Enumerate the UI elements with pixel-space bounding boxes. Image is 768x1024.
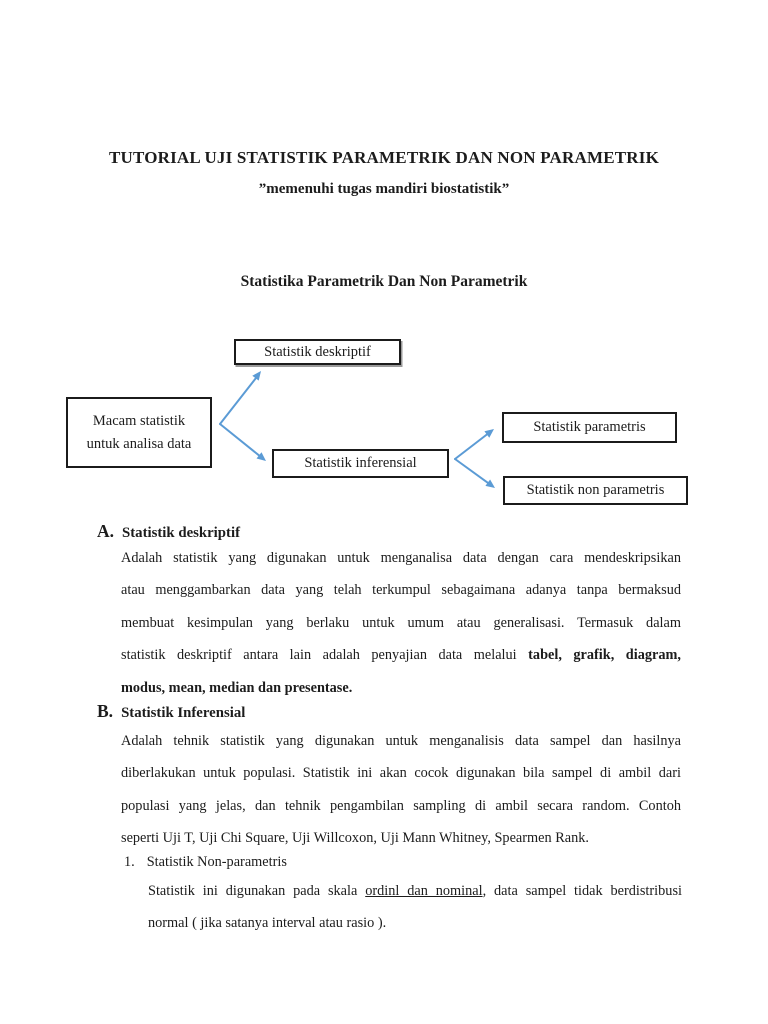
- arrow-inferensial-to-non-parametris: [454, 458, 495, 488]
- paragraph-line: Adalah statistik yang digunakan untuk me…: [121, 550, 681, 566]
- arrow-inferensial-to-parametris: [454, 429, 494, 460]
- diagram-box-label: Statistik deskriptif: [264, 343, 371, 360]
- paragraph-line: statistik deskriptif antara lain adalah …: [121, 639, 681, 671]
- diagram-box-statistik-deskriptif: Statistik deskriptif: [234, 339, 401, 365]
- section-b-paragraph: Adalah tehnik statistik yang digunakan u…: [121, 725, 681, 855]
- list-item-title: Statistik Non-parametris: [146, 854, 287, 870]
- paragraph-line: Adalah tehnik statistik yang digunakan u…: [121, 733, 681, 749]
- paragraph-text: statistik deskriptif antara lain adalah …: [121, 647, 529, 664]
- paragraph-line: Statistik ini digunakan pada skala ordin…: [148, 875, 682, 907]
- paragraph-line: membuat kesimpulan yang berlaku untuk um…: [121, 614, 681, 631]
- section-b-title: Statistik Inferensial: [121, 705, 246, 721]
- list-item-1-paragraph: Statistik ini digunakan pada skala ordin…: [148, 875, 682, 940]
- section-a-title: Statistik deskriptif: [122, 525, 240, 541]
- arrow-macam-to-deskriptif: [219, 371, 261, 425]
- diagram-box-label-line1: Macam statistik: [92, 412, 186, 429]
- list-item-1-header: 1. Statistik Non-parametris: [124, 852, 287, 872]
- paragraph-bold-text: tabel, grafik, diagram,: [528, 647, 681, 664]
- paragraph-line: modus, mean, median dan presentase.: [121, 679, 353, 696]
- list-item-number: 1.: [124, 854, 135, 870]
- paragraph-text: Statistik ini digunakan pada skala: [148, 883, 366, 899]
- diagram-box-statistik-inferensial: Statistik inferensial: [272, 449, 449, 478]
- paragraph-line: diberlakukan untuk populasi. Statistik i…: [121, 765, 681, 782]
- diagram-box-label: Statistik inferensial: [304, 455, 417, 471]
- diagram-box-label-line2: untuk analisa data: [86, 435, 192, 452]
- section-a-label: A.: [97, 521, 115, 541]
- paragraph-text: , data sampel tidak berdistribusi: [482, 883, 682, 899]
- section-a-header: A. Statistik deskriptif: [97, 520, 240, 544]
- section-a-paragraph: Adalah statistik yang digunakan untuk me…: [121, 542, 681, 704]
- paragraph-line: seperti Uji T, Uji Chi Square, Uji Willc…: [121, 830, 589, 847]
- section-heading: Statistika Parametrik Dan Non Parametrik: [240, 273, 528, 290]
- diagram-box-statistik-parametris: Statistik parametris: [502, 412, 677, 443]
- arrow-macam-to-inferensial: [219, 423, 266, 461]
- paragraph-underlined-text: ordinl dan nominal: [365, 883, 483, 899]
- paragraph-line: atau menggambarkan data yang telah terku…: [121, 582, 681, 599]
- diagram-box-statistik-non-parametris: Statistik non parametris: [503, 476, 688, 505]
- document-subtitle: ”memenuhi tugas mandiri biostatistik”: [258, 181, 510, 197]
- document-title: TUTORIAL UJI STATISTIK PARAMETRIK DAN NO…: [108, 148, 660, 167]
- diagram-box-label: Statistik parametris: [533, 419, 646, 435]
- section-b-label: B.: [97, 701, 114, 721]
- paragraph-line: populasi yang jelas, dan tehnik pengambi…: [121, 797, 681, 814]
- paragraph-line: normal ( jika satanya interval atau rasi…: [148, 915, 387, 932]
- diagram-box-macam-statistik: Macam statistik untuk analisa data: [66, 397, 212, 468]
- section-b-header: B. Statistik Inferensial: [97, 700, 245, 724]
- diagram-box-label: Statistik non parametris: [526, 482, 665, 498]
